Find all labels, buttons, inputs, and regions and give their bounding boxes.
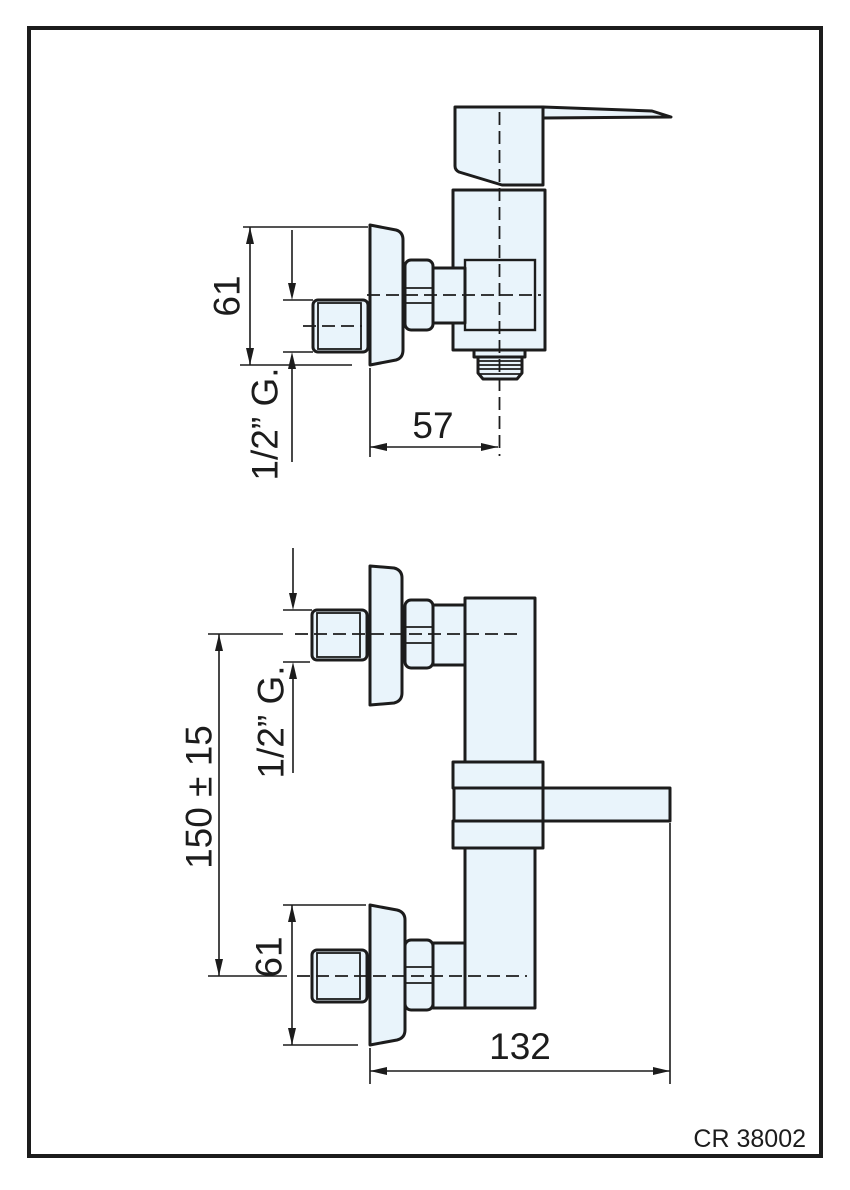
lever-handle [541,105,673,120]
hex-nut-facets-bottom [405,966,433,984]
dimension-top-wall-thread: 1/2” G. [245,230,313,481]
hex-nut-facets [405,287,433,304]
arrow-up-icon [288,352,296,369]
dimension-top-flange-height: 61 [207,226,368,366]
dim-label-61-front: 61 [249,936,290,977]
dim-label-thread-top: 1/2” G. [245,367,286,480]
upper-body-tube [463,596,537,764]
hex-nut-facets-top [405,626,433,644]
dim-label-57: 57 [412,405,453,446]
hex-nut-bottom [403,938,435,1012]
arrow-right-icon [481,443,498,451]
product-code: CR 38002 [693,1125,806,1153]
dimension-front-flange-height: 61 [249,904,366,1046]
handle-hub [452,786,545,823]
arrow-up-icon [289,662,297,679]
dim-label-thread-front: 1/2” G. [251,665,292,778]
arrow-up-icon [288,905,296,922]
arrow-down-icon [215,959,223,976]
arrow-down-icon [289,593,297,610]
lower-body-tube [463,846,537,1010]
arrow-down-icon [288,283,296,300]
wall-nipple-top [310,608,369,662]
front-view: 150 ± 15 1/2” G. 61 132 [179,548,672,1084]
dimension-top-outlet-distance: 57 [369,368,498,457]
drawing-border [27,26,823,1158]
dimension-front-wall-thread: 1/2” G. [251,548,312,779]
wall-flange-bottom [368,903,407,1047]
wall-flange-top [368,564,404,707]
dimension-union-centers: 150 ± 15 [179,633,287,977]
arrow-left-icon [370,443,387,451]
union-pipe-top [431,603,467,667]
arrow-down-icon [246,348,254,365]
dim-label-132: 132 [489,1026,551,1067]
bottom-collar [451,819,545,850]
top-collar [451,760,545,790]
nipple-thread-relief-top [316,612,361,658]
dim-label-150: 150 ± 15 [179,725,220,869]
arrow-right-icon [653,1067,670,1075]
handle-cap [453,105,545,187]
lever-handle [541,786,672,823]
arrow-up-icon [246,227,254,244]
wall-nipple [311,298,370,354]
top-view: 61 1/2” G. 57 [207,105,673,481]
arrow-down-icon [288,1028,296,1045]
arrow-up-icon [215,634,223,651]
dim-label-61-top: 61 [207,275,248,316]
dimension-overall-depth: 132 [369,823,671,1084]
arrow-left-icon [370,1067,387,1075]
